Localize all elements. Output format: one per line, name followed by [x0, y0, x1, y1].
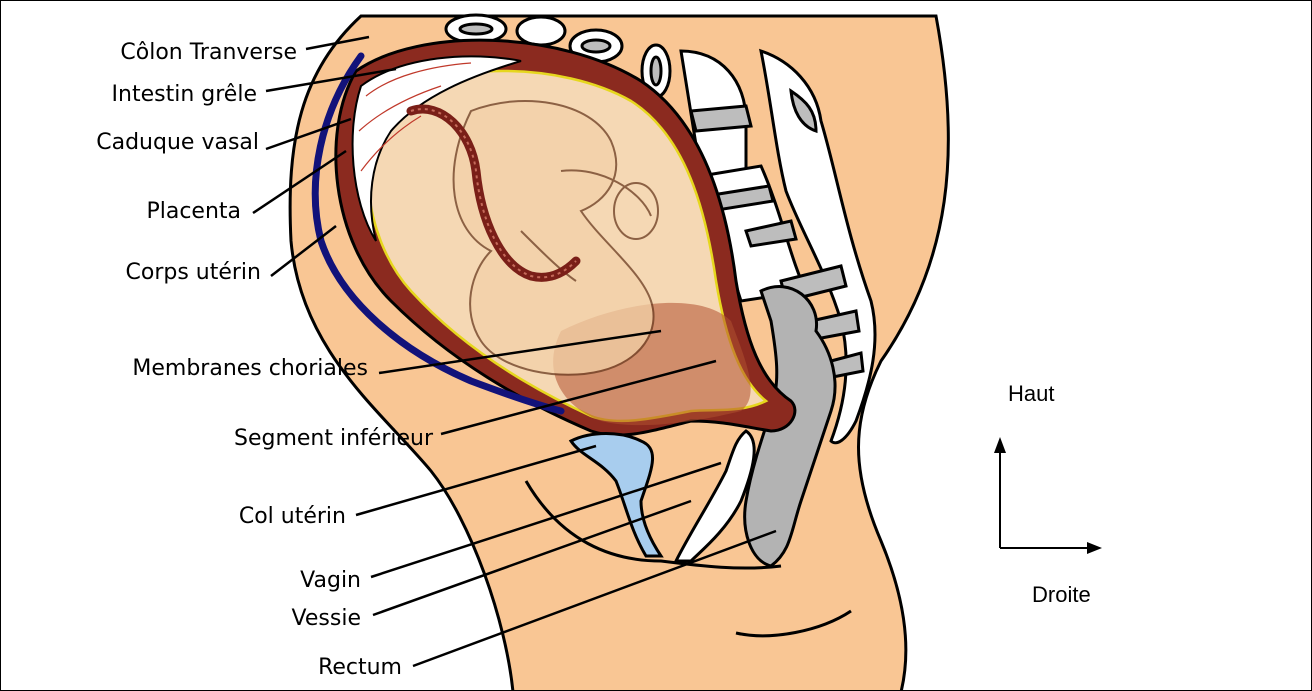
arrow-up-icon	[994, 437, 1006, 453]
label-segment-inferieur: Segment inférieur	[234, 426, 434, 451]
arrow-right-icon	[1087, 542, 1102, 554]
label-haut: Haut	[1008, 381, 1054, 406]
label-corps-uterin: Corps utérin	[126, 260, 262, 285]
label-col-uterin: Col utérin	[239, 504, 346, 529]
label-placenta: Placenta	[146, 199, 241, 224]
label-vessie: Vessie	[292, 606, 361, 631]
label-intestin-grele: Intestin grêle	[112, 82, 257, 107]
label-rectum: Rectum	[318, 655, 402, 680]
orientation-indicator: Haut Droite	[994, 381, 1102, 607]
label-caduque-vasal: Caduque vasal	[96, 130, 259, 155]
label-droite: Droite	[1032, 582, 1091, 607]
label-colon-transverse: Côlon Tranverse	[120, 40, 297, 65]
label-vagin: Vagin	[300, 568, 361, 593]
label-membranes-choriales: Membranes choriales	[132, 356, 368, 381]
